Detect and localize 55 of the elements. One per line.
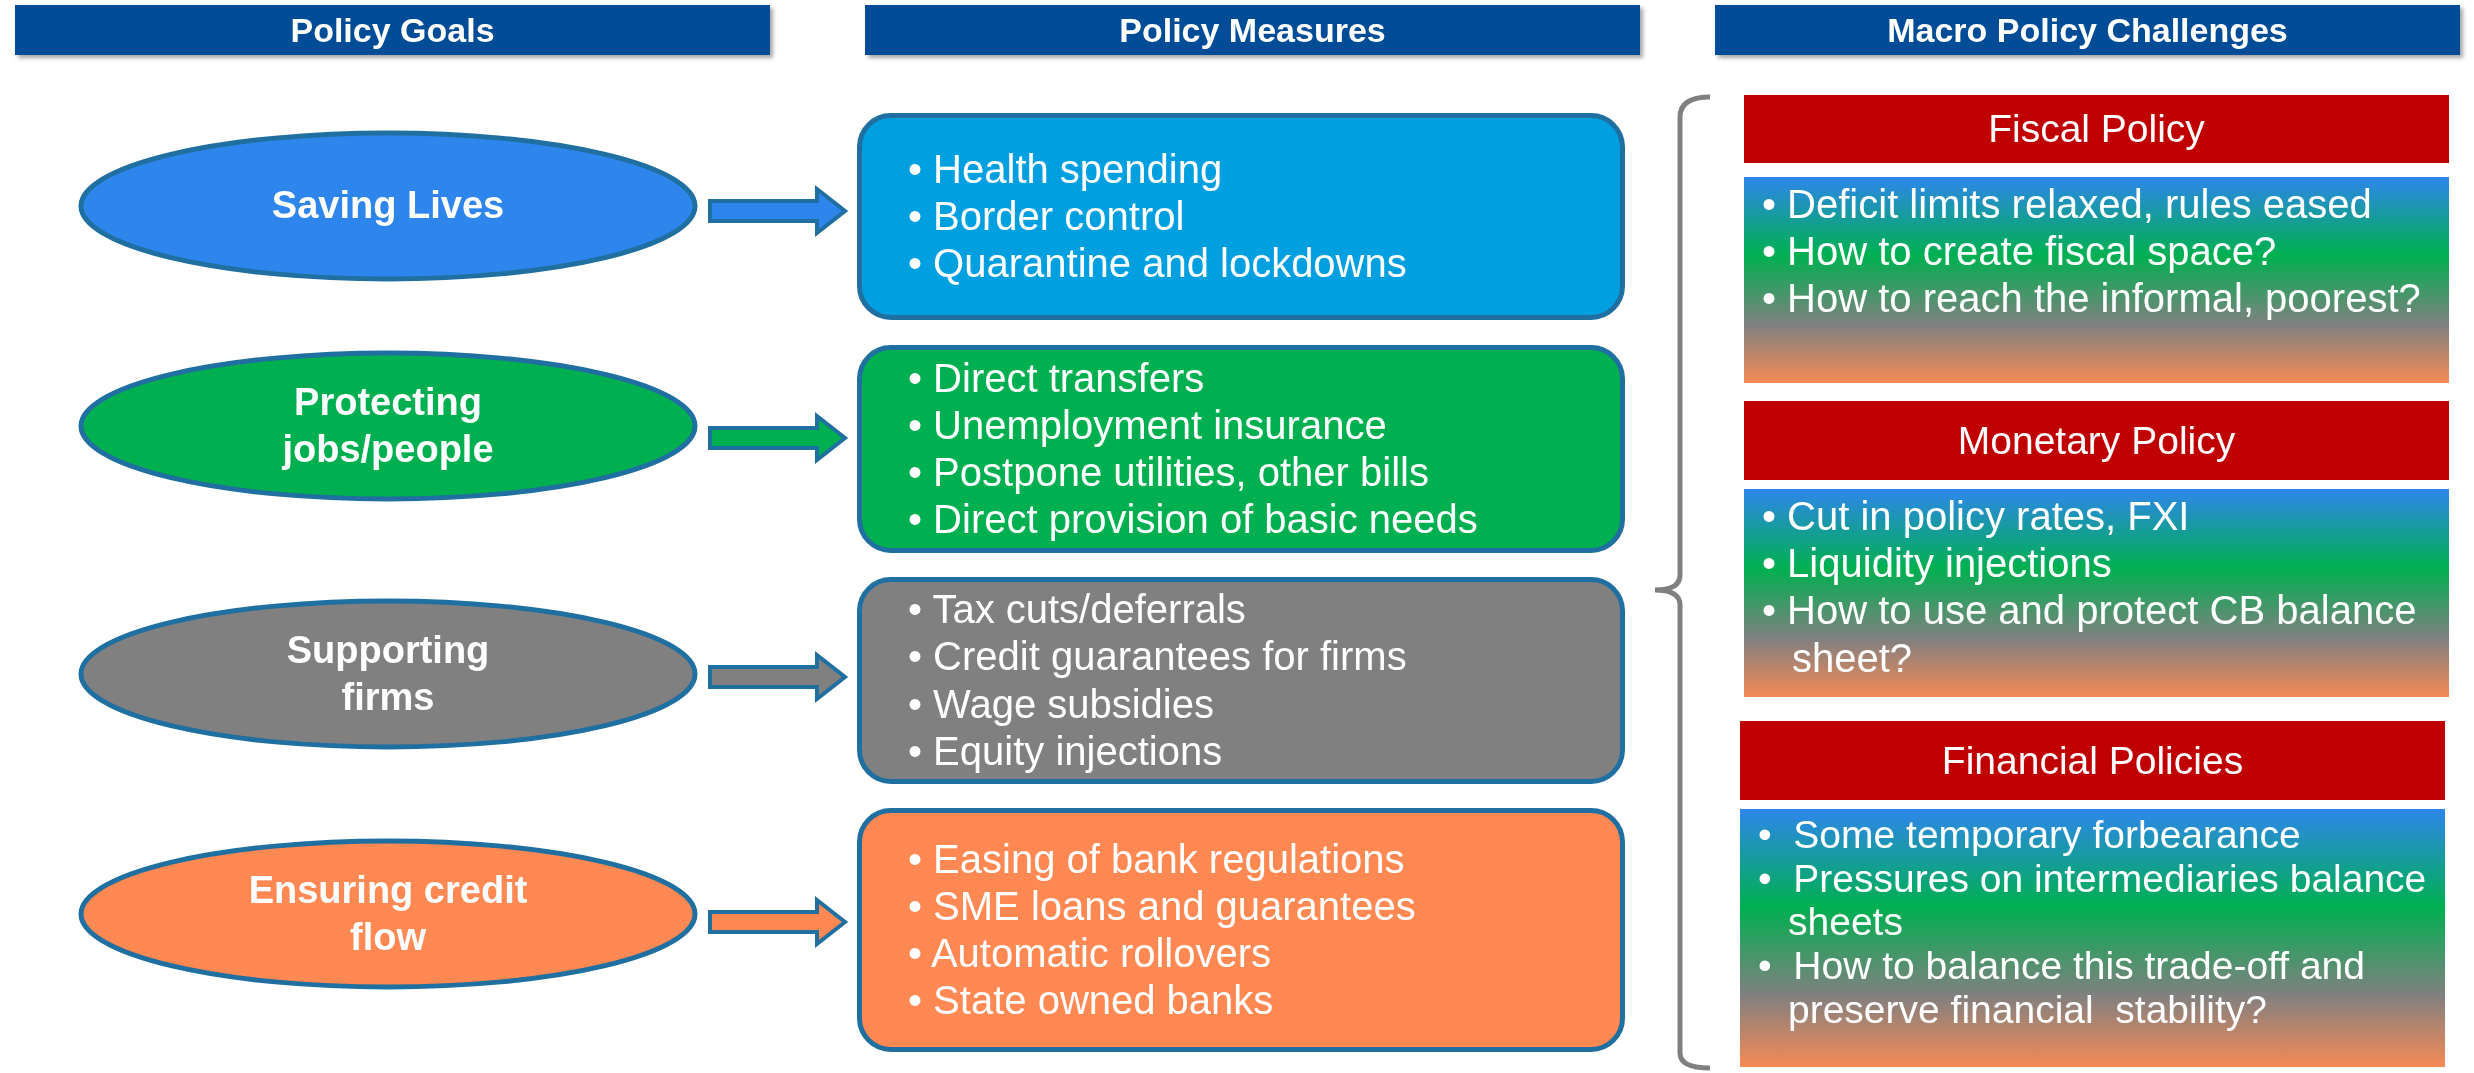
bullet-item: • Health spending [908, 145, 1224, 193]
header-label: Fiscal Policy [1988, 107, 2205, 151]
bullet-item: • Direct provision of basic needs [908, 496, 1478, 544]
bullet-item: • How to use and protect CB balance sheet? [1762, 587, 2418, 682]
bullet-item: • How to create fiscal space? [1762, 228, 2278, 276]
header-label: Policy Measures [1119, 10, 1386, 50]
bullet-item: • SME loans and guarantees [908, 882, 1416, 930]
challenges-box [1740, 809, 2445, 1067]
measures-box [857, 345, 1625, 553]
bullet-item: • How to balance this trade-off and preserve financial stability? [1758, 944, 2366, 1032]
section-header [1744, 401, 2449, 480]
bullet-item: • Tax cuts/deferrals [908, 586, 1247, 634]
bullet-item: • Unemployment insurance [908, 401, 1388, 449]
header-label: Macro Policy Challenges [1887, 10, 2288, 50]
section-header [1740, 721, 2445, 800]
header-label: Monetary Policy [1957, 418, 2236, 463]
goal-ellipse [78, 838, 698, 990]
bullet-item: • Quarantine and lockdowns [908, 240, 1407, 288]
block-arrow [708, 650, 849, 704]
block-arrow [708, 184, 849, 238]
bullet-item: • Cut in policy rates, FXI [1762, 493, 2191, 540]
bullet-item: • Postpone utilities, other bills [908, 449, 1430, 496]
column-header [1715, 5, 2460, 55]
bullet-item: • State owned banks [908, 977, 1275, 1025]
column-header [865, 5, 1640, 55]
goal-label: Ensuring credit flow [247, 867, 529, 960]
goal-ellipse [78, 598, 698, 750]
measures-box [857, 577, 1625, 784]
bullet-item: • Liquidity injections [1762, 540, 2113, 588]
bullet-item: • Direct transfers [908, 354, 1206, 402]
challenges-box [1744, 489, 2449, 697]
bullet-item: • Automatic rollovers [908, 930, 1273, 977]
goal-label: Saving Lives [270, 183, 506, 229]
bullet-item: • Easing of bank regulations [908, 835, 1406, 883]
bullet-item: • Pressures on intermediaries balance sheets [1758, 856, 2428, 944]
section-header [1744, 95, 2449, 163]
bullet-item: • How to reach the informal, poorest? [1762, 275, 2422, 323]
goal-label: Protecting jobs/people [281, 379, 495, 472]
bullet-item: • Some temporary forbearance [1758, 813, 2302, 857]
bullet-item: • Deficit limits relaxed, rules eased [1762, 181, 2373, 228]
measures-box [857, 808, 1625, 1052]
bullet-item: • Equity injections [908, 727, 1224, 775]
block-arrow [708, 411, 849, 465]
bullet-item: • Border control [908, 192, 1186, 240]
bullet-item: • Wage subsidies [908, 680, 1215, 728]
goal-ellipse [78, 130, 698, 282]
challenges-box [1744, 177, 2449, 383]
header-label: Financial Policies [1941, 738, 2244, 783]
goal-ellipse [78, 350, 698, 502]
block-arrow [708, 895, 849, 949]
header-label: Policy Goals [290, 10, 495, 50]
goal-label: Supporting firms [285, 627, 491, 720]
bullet-item: • Credit guarantees for firms [908, 633, 1407, 681]
measures-box [857, 113, 1625, 320]
column-header [15, 5, 770, 55]
